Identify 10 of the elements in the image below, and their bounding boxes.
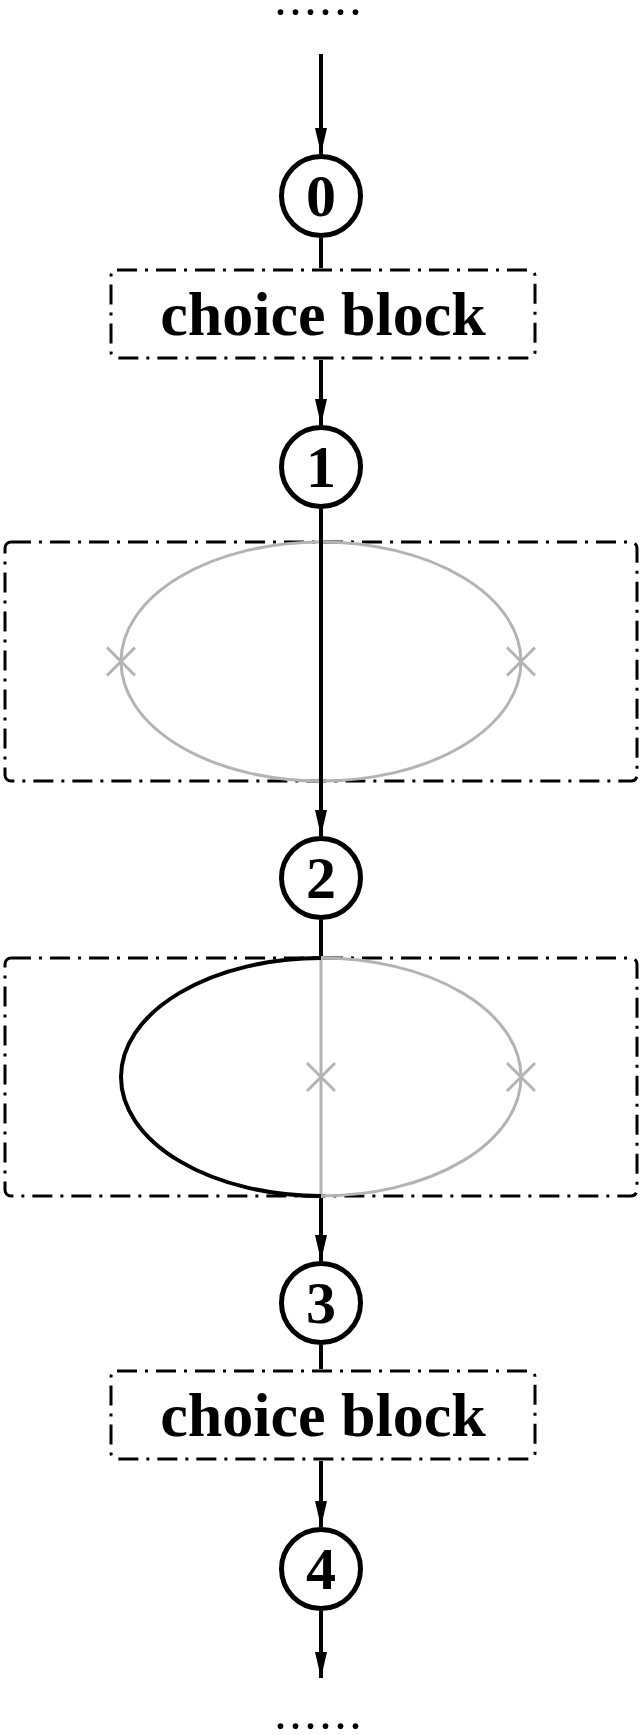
block-label: choice block (160, 1384, 486, 1446)
arrow (315, 360, 327, 425)
block-label: choice block (160, 283, 486, 345)
arrow (315, 783, 327, 836)
ellipsis-text: ...... (276, 1700, 366, 1734)
arrow (315, 54, 327, 154)
arrow (315, 1198, 327, 1261)
ellipsis-text: ...... (276, 0, 366, 20)
arrow (315, 1611, 327, 1678)
arrow (315, 1461, 327, 1527)
